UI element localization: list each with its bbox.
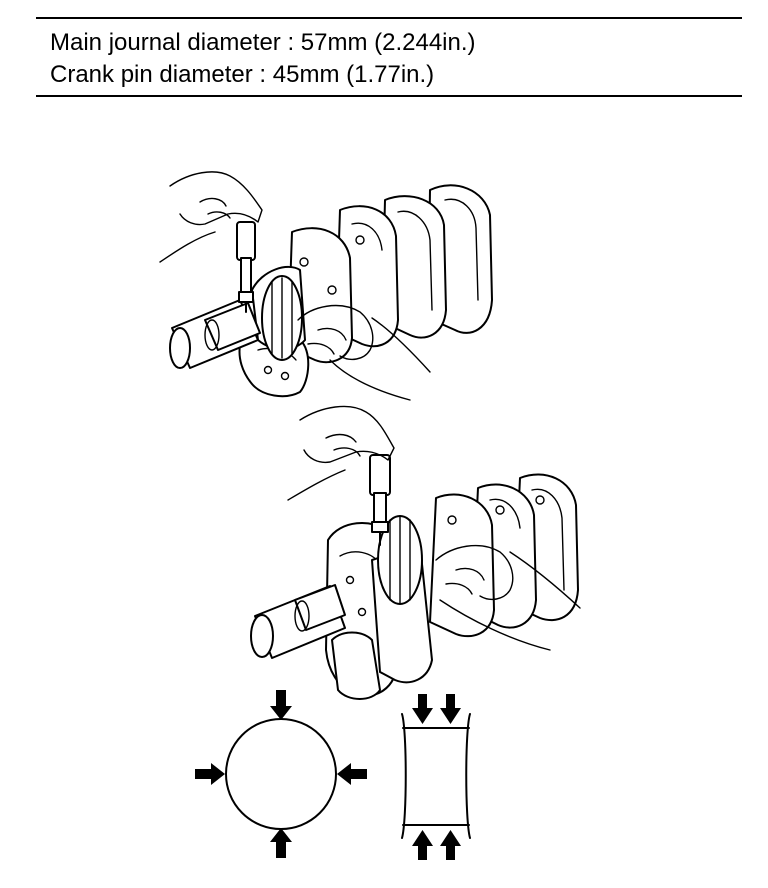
arrow-icon: [270, 828, 292, 858]
arrow-icon: [270, 690, 292, 720]
main-journal-spec: Main journal diameter : 57mm (2.244in.): [50, 29, 476, 56]
arrow-icon: [195, 763, 225, 785]
radial-measurement-diagram: [195, 690, 367, 858]
lower-crankshaft-illustration: [250, 405, 581, 700]
spec-box: Main journal diameter : 57mm (2.244in.) …: [36, 17, 742, 97]
arrow-icon: [440, 694, 461, 724]
crank-pin-spec: Crank pin diameter : 45mm (1.77in.): [50, 61, 435, 88]
arrow-icon: [412, 694, 433, 724]
arrow-icon: [412, 830, 433, 860]
arrow-icon: [440, 830, 461, 860]
upper-crankshaft-illustration: [159, 171, 493, 401]
micrometer-icon: [236, 221, 256, 261]
arrow-icon: [337, 763, 367, 785]
axial-measurement-diagram: [401, 694, 471, 860]
